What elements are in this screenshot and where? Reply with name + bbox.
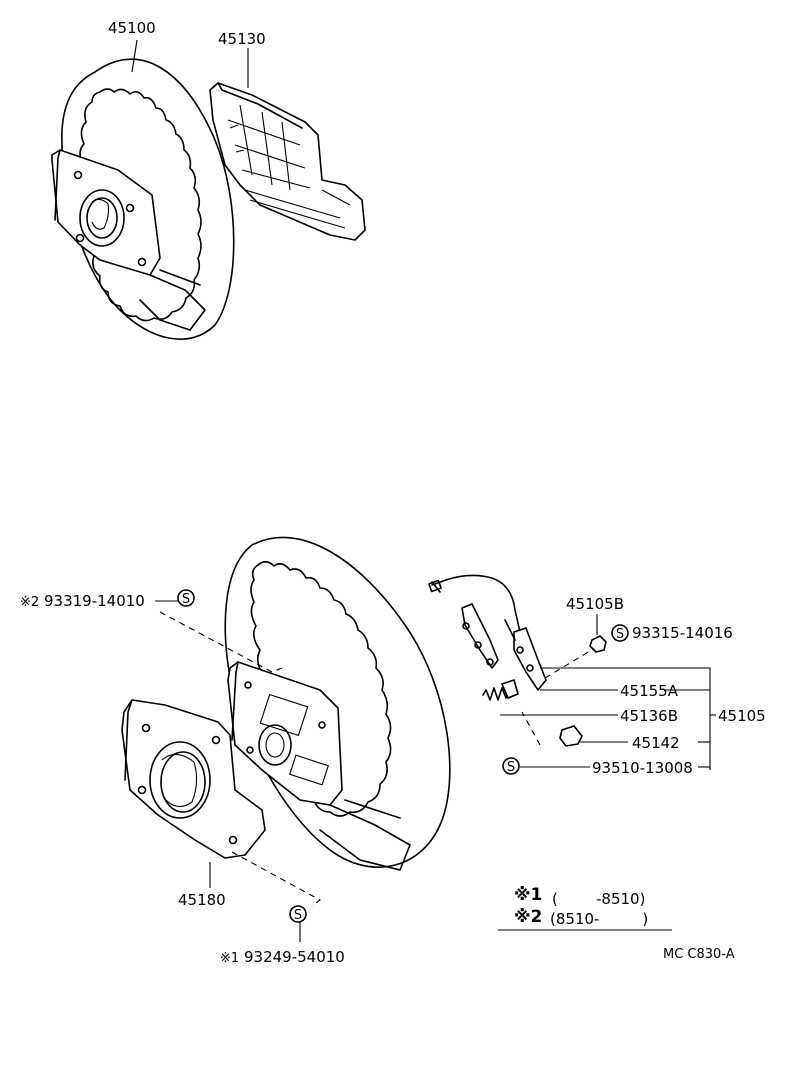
label-45136b: 45136B <box>620 707 678 725</box>
label-93510-13008: 93510-13008 <box>592 759 693 777</box>
dashed-line-nut <box>544 644 601 679</box>
lower-steering-wheel <box>224 536 451 871</box>
label-45130: 45130 <box>218 30 266 48</box>
svg-text:S: S <box>294 908 302 923</box>
svg-text:S: S <box>616 627 624 642</box>
label-93319-14010: 93319-14010 <box>44 592 145 610</box>
dashed-line-contact-screw <box>521 711 541 746</box>
label-93315-14016: 93315-14016 <box>632 624 733 642</box>
label-45105: 45105 <box>718 707 766 725</box>
dashed-line-screw-top <box>159 611 283 673</box>
upper-steering-wheel <box>51 58 235 340</box>
label-screw-top-marker: ※2 <box>20 595 39 610</box>
leader-45100 <box>131 39 138 73</box>
legend-row1-marker: ※1 <box>514 885 542 905</box>
legend-row1-range: ( -8510) <box>552 890 645 908</box>
label-45142: 45142 <box>632 734 680 752</box>
nut-45105b <box>589 635 607 653</box>
legend-row2-marker: ※2 <box>514 907 542 927</box>
horn-switch-assembly <box>428 574 547 691</box>
s-symbol-screw-contact: S <box>502 757 520 775</box>
label-45100: 45100 <box>108 19 156 37</box>
dashed-line-screw-bottom <box>231 851 322 907</box>
diagram-code: MC C830-A <box>663 947 735 962</box>
contact-45142 <box>559 725 583 747</box>
label-screw-bottom-marker: ※1 <box>220 951 239 966</box>
lower-cover-plate <box>121 699 266 859</box>
label-45180: 45180 <box>178 891 226 909</box>
bracket-45105 <box>540 667 711 770</box>
s-symbol-screw-top: S <box>177 589 195 607</box>
legend-row2-range: (8510- ) <box>550 910 648 928</box>
label-45155a: 45155A <box>620 682 679 700</box>
spring-45136b <box>482 679 519 701</box>
label-45105b: 45105B <box>566 595 624 613</box>
legend: ※1 ( -8510) ※2 (8510- ) <box>498 885 672 931</box>
svg-text:S: S <box>507 760 515 775</box>
label-93249-54010: 93249-54010 <box>244 948 345 966</box>
s-symbol-screw-bottom: S <box>289 905 307 923</box>
upper-horn-pad <box>209 82 366 241</box>
svg-text:S: S <box>182 592 190 607</box>
s-symbol-screw-right: S <box>611 624 629 642</box>
